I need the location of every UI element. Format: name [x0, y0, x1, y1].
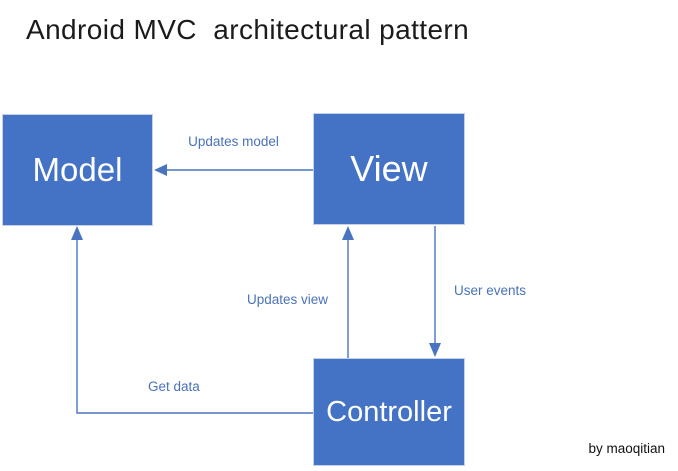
node-view: View [313, 113, 465, 225]
node-view-label: View [350, 148, 428, 189]
edge-label-user-events: User events [454, 283, 527, 298]
node-model-label: Model [32, 151, 123, 188]
edge-label-updates-view: Updates view [246, 292, 329, 307]
node-controller: Controller [313, 358, 465, 466]
page-title: Android MVC architectural pattern [26, 14, 470, 45]
node-controller-label: Controller [326, 395, 452, 428]
byline: by maoqitian [588, 441, 665, 456]
edge-updates-view-arrowhead-icon [342, 226, 354, 240]
node-model: Model [2, 114, 153, 226]
edge-get-data-arrowhead-icon [71, 226, 83, 240]
edge-updates-model-arrowhead-icon [154, 164, 167, 176]
edge-label-updates-model: Updates model [188, 134, 279, 149]
edge-user-events-arrowhead-icon [429, 343, 441, 357]
edge-label-get-data: Get data [148, 379, 200, 394]
